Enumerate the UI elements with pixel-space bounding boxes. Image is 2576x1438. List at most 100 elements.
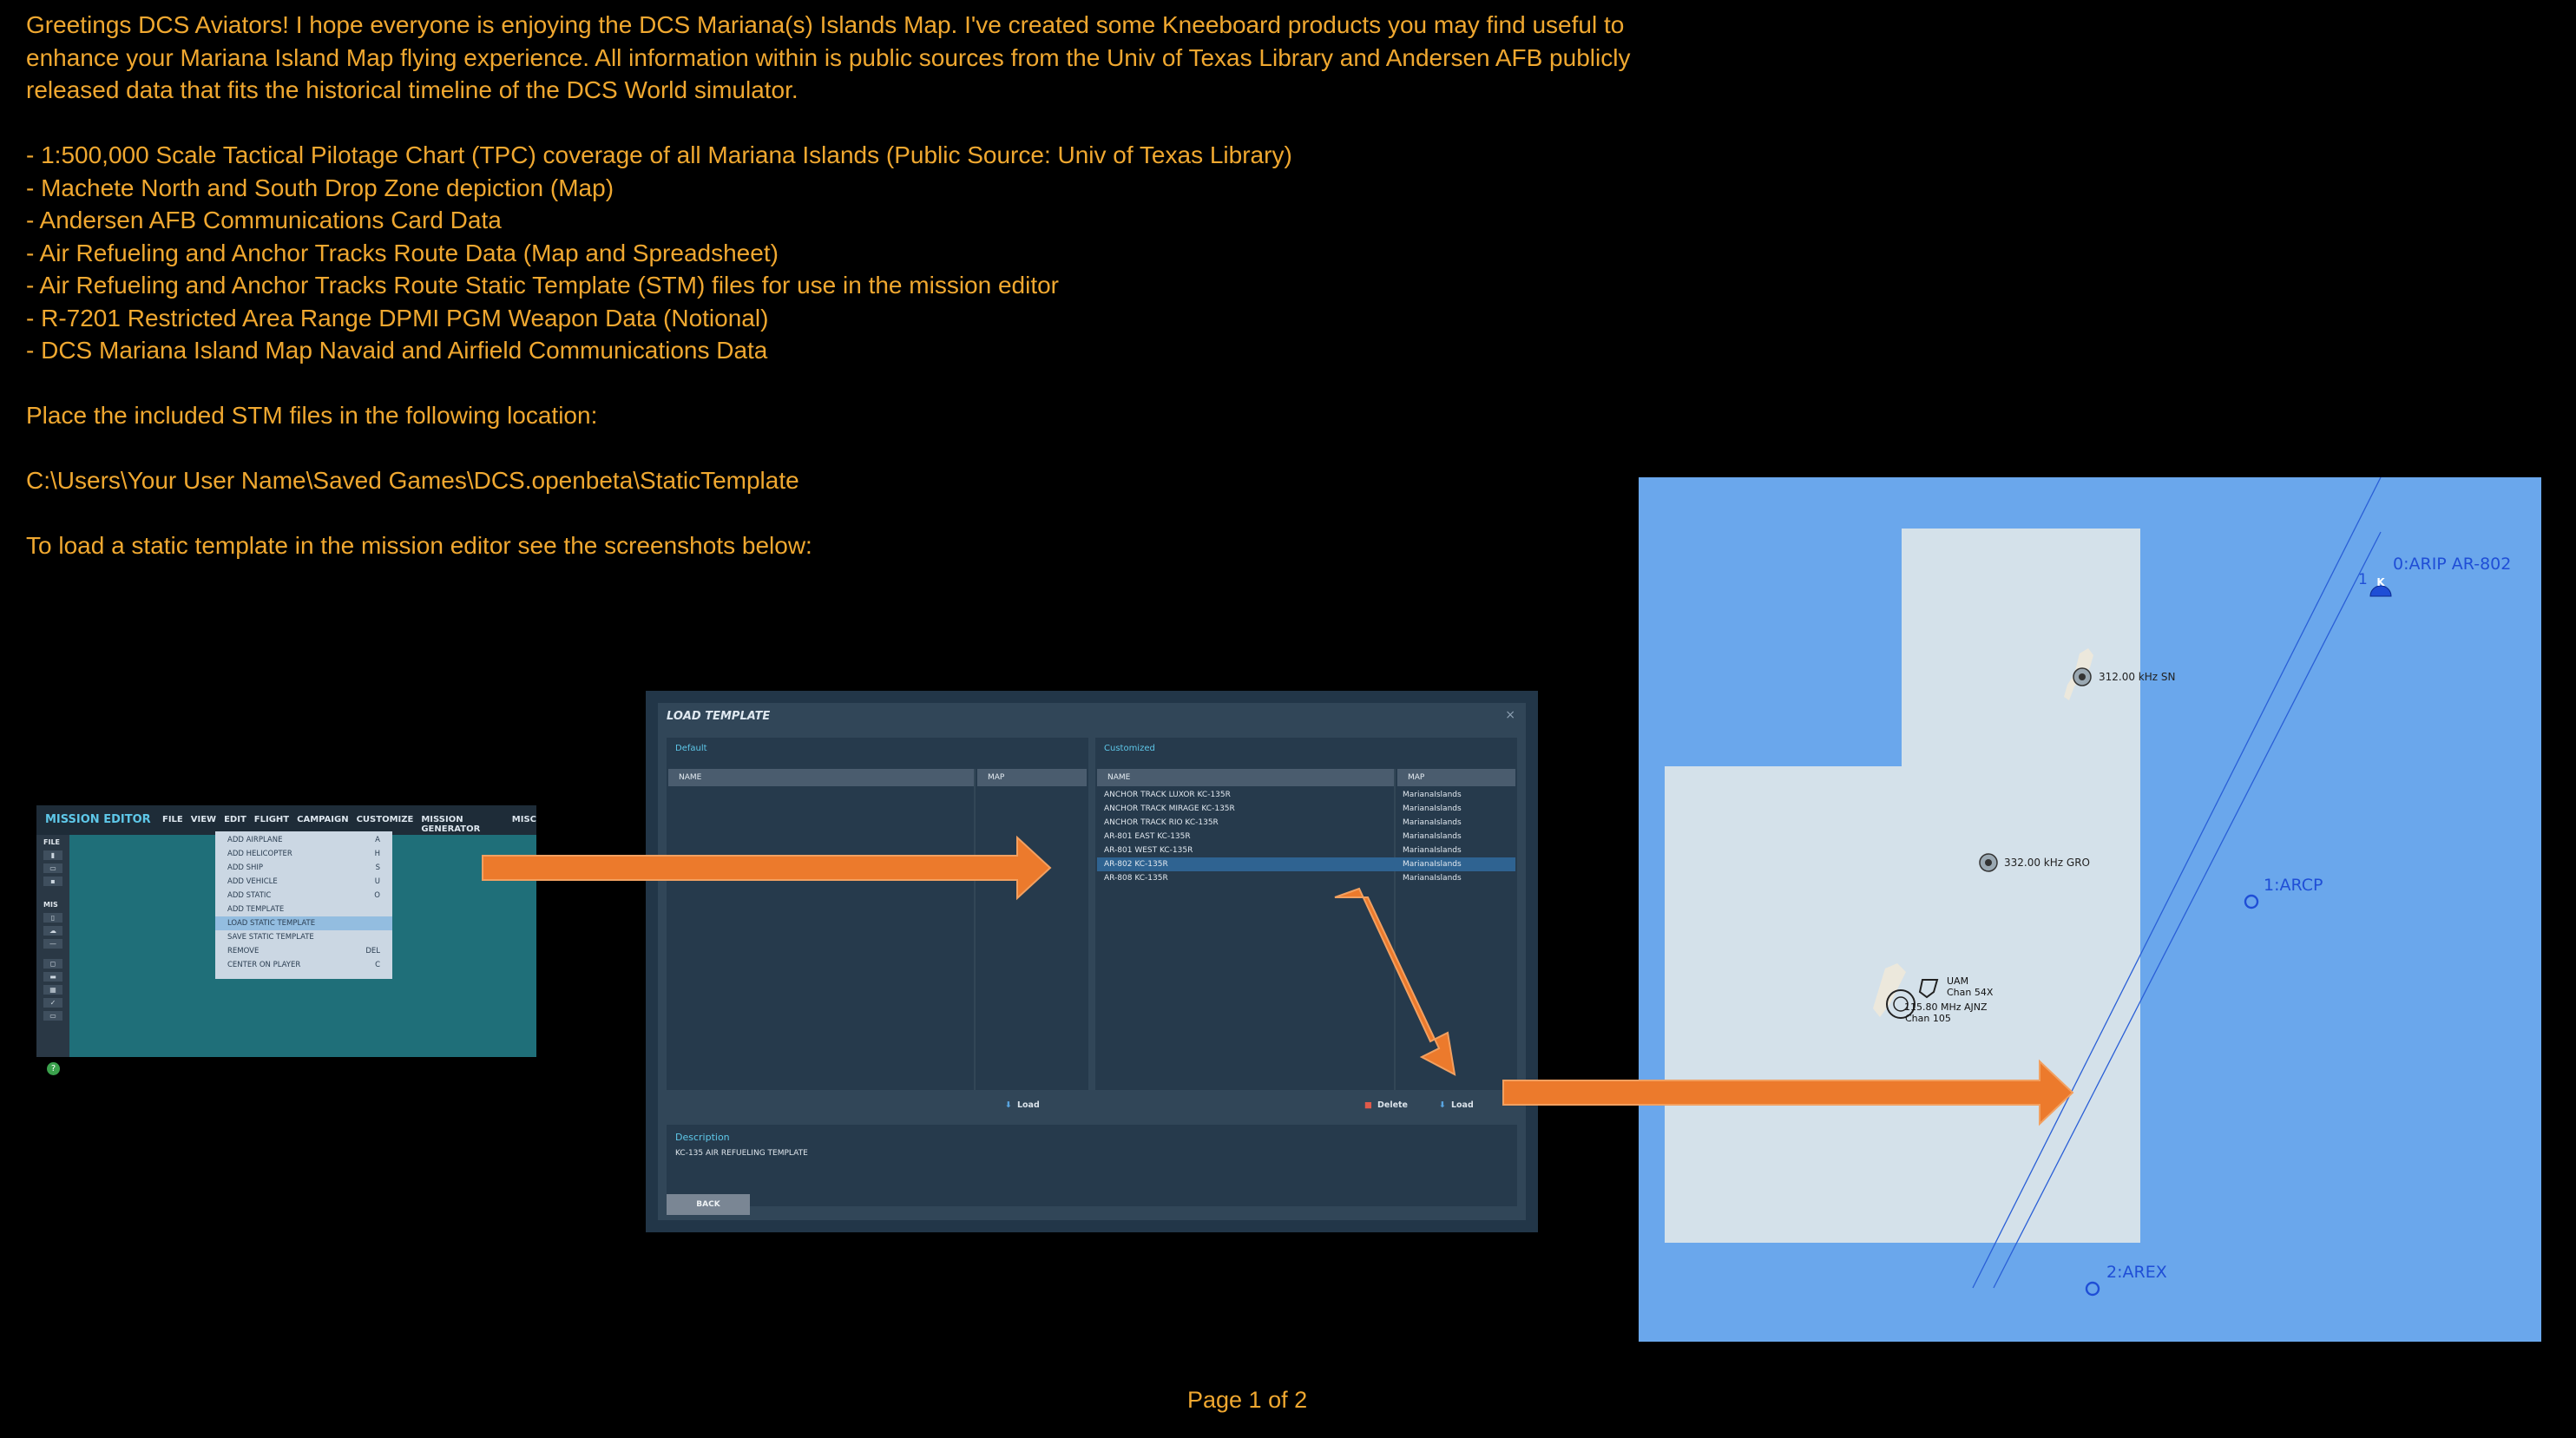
briefing-icon[interactable]: ▯ xyxy=(43,913,62,923)
menu-campaign[interactable]: CAMPAIGN xyxy=(297,815,349,824)
default-header: Default xyxy=(667,738,1088,760)
trash-icon: ■ xyxy=(1364,1100,1372,1110)
customized-header: Customized xyxy=(1095,738,1517,760)
mission-editor-menu: FILE VIEW EDIT FLIGHT CAMPAIGN CUSTOMIZE… xyxy=(162,815,536,834)
new-file-icon[interactable]: ▮ xyxy=(43,850,62,860)
load-instruction: To load a static template in the mission… xyxy=(26,532,812,559)
mission-editor-menubar: MISSION EDITOR FILE VIEW EDIT FLIGHT CAM… xyxy=(36,805,536,835)
waypoint-label-arex: 2:AREX xyxy=(2106,1263,2167,1282)
download-icon: ⬇ xyxy=(1439,1100,1446,1110)
menu-customize[interactable]: CUSTOMIZE xyxy=(356,815,414,824)
load-template-dialog: LOAD TEMPLATE × Default Customized NAME … xyxy=(646,691,1538,1232)
customized-load-button[interactable]: ⬇Load xyxy=(1439,1100,1474,1110)
tanker-icon xyxy=(2369,585,2392,597)
bullet-item: - 1:500,000 Scale Tactical Pilotage Char… xyxy=(26,141,1292,168)
airfield-label-chan54x: Chan 54X xyxy=(1947,987,1994,998)
description-panel: Description KC-135 AIR REFUELING TEMPLAT… xyxy=(667,1125,1517,1206)
airfield-label-uam: UAM xyxy=(1947,975,1968,987)
arrow-down-icon xyxy=(1334,887,1456,1076)
close-icon[interactable]: × xyxy=(1505,708,1515,722)
bullet-item: - Air Refueling and Anchor Tracks Route … xyxy=(26,272,1059,299)
sidebar-label-mis: MIS xyxy=(43,901,58,909)
customized-col-map[interactable]: MAP xyxy=(1397,769,1515,786)
tacan-icon xyxy=(1918,979,1939,999)
check-icon[interactable]: ✓ xyxy=(43,998,62,1008)
island-guam xyxy=(1873,963,1906,1017)
triggers-icon[interactable]: ▦ xyxy=(43,985,62,995)
mission-editor-screenshot: MISSION EDITOR FILE VIEW EDIT FLIGHT CAM… xyxy=(36,805,536,1075)
ruler-icon[interactable]: — xyxy=(43,939,62,949)
arrow-right-icon xyxy=(482,835,1052,901)
default-list: NAME MAP xyxy=(667,760,1088,1090)
default-tab[interactable]: Default xyxy=(675,744,707,753)
group-icon[interactable]: ▬ xyxy=(43,972,62,982)
load-template-body: LOAD TEMPLATE × Default Customized NAME … xyxy=(658,703,1526,1220)
bullet-item: - R-7201 Restricted Area Range DPMI PGM … xyxy=(26,304,769,332)
waypoint-arex-marker xyxy=(2085,1281,2100,1297)
airfield-label-vor: 115.80 MHz AJNZ xyxy=(1904,1001,1988,1013)
tanker-glyph: K xyxy=(2376,576,2385,588)
menu-item-load-static-template[interactable]: LOAD STATIC TEMPLATE xyxy=(215,916,392,930)
menu-item-add-template[interactable]: ADD TEMPLATE xyxy=(227,905,285,914)
dialog-title: LOAD TEMPLATE xyxy=(667,710,771,723)
weather-icon[interactable]: ☁ xyxy=(43,926,62,936)
mission-editor-sidebar: FILE ▮ ▭ ▪ MIS ▯ ☁ — ◻ ▬ ▦ ✓ ▭ ? xyxy=(36,835,69,1075)
menu-view[interactable]: VIEW xyxy=(190,815,217,824)
bullet-item: - Machete North and South Drop Zone depi… xyxy=(26,174,614,201)
page-number: Page 1 of 2 xyxy=(1187,1387,1308,1413)
save-icon[interactable]: ▪ xyxy=(43,877,62,886)
menu-misc[interactable]: MISC xyxy=(511,815,536,824)
intro-line-1: Greetings DCS Aviators! I hope everyone … xyxy=(26,11,1625,38)
waypoint-label-arcp: 1:ARCP xyxy=(2264,876,2323,895)
arrow-right-icon xyxy=(1502,1059,2074,1126)
description-text: KC-135 AIR REFUELING TEMPLATE xyxy=(675,1149,808,1158)
customized-col-name[interactable]: NAME xyxy=(1097,769,1394,786)
menu-flight[interactable]: FLIGHT xyxy=(253,815,290,824)
navaid-label-sn: 312.00 kHz SN xyxy=(2099,671,2175,683)
help-icon[interactable]: ? xyxy=(47,1062,60,1075)
customized-tab[interactable]: Customized xyxy=(1104,744,1155,753)
intro-text: Greetings DCS Aviators! I hope everyone … xyxy=(26,9,1727,562)
back-button[interactable]: BACK xyxy=(667,1194,750,1215)
menu-edit[interactable]: EDIT xyxy=(224,815,246,824)
intro-line-3: released data that fits the historical t… xyxy=(26,76,798,103)
delete-button[interactable]: ■Delete xyxy=(1364,1100,1408,1110)
menu-mission-generator[interactable]: MISSION GENERATOR xyxy=(421,815,481,834)
menu-item-save-static-template[interactable]: SAVE STATIC TEMPLATE xyxy=(227,933,314,942)
default-col-name[interactable]: NAME xyxy=(668,769,974,786)
zone-icon[interactable]: ◻ xyxy=(43,959,62,969)
waypoint-label-arip: 0:ARIP AR-802 xyxy=(2393,555,2511,574)
mission-editor-title: MISSION EDITOR xyxy=(45,813,151,826)
route-line xyxy=(1972,477,2382,1289)
land-area xyxy=(1665,529,2140,1243)
description-label: Description xyxy=(675,1132,730,1143)
download-icon: ⬇ xyxy=(1005,1100,1012,1110)
install-path: C:\Users\Your User Name\Saved Games\DCS.… xyxy=(26,467,799,494)
default-load-button[interactable]: ⬇Load xyxy=(1005,1100,1040,1110)
tanker-number: 1 xyxy=(2358,571,2368,588)
tools-icon[interactable]: ▭ xyxy=(43,1011,62,1021)
menu-file[interactable]: FILE xyxy=(162,815,183,824)
sidebar-label-file: FILE xyxy=(43,838,61,846)
navaid-label-gro: 332.00 kHz GRO xyxy=(2004,857,2090,869)
default-col-map[interactable]: MAP xyxy=(977,769,1087,786)
bullet-item: - Andersen AFB Communications Card Data xyxy=(26,207,502,233)
open-folder-icon[interactable]: ▭ xyxy=(43,863,62,873)
bullet-item: - DCS Mariana Island Map Navaid and Airf… xyxy=(26,337,768,364)
